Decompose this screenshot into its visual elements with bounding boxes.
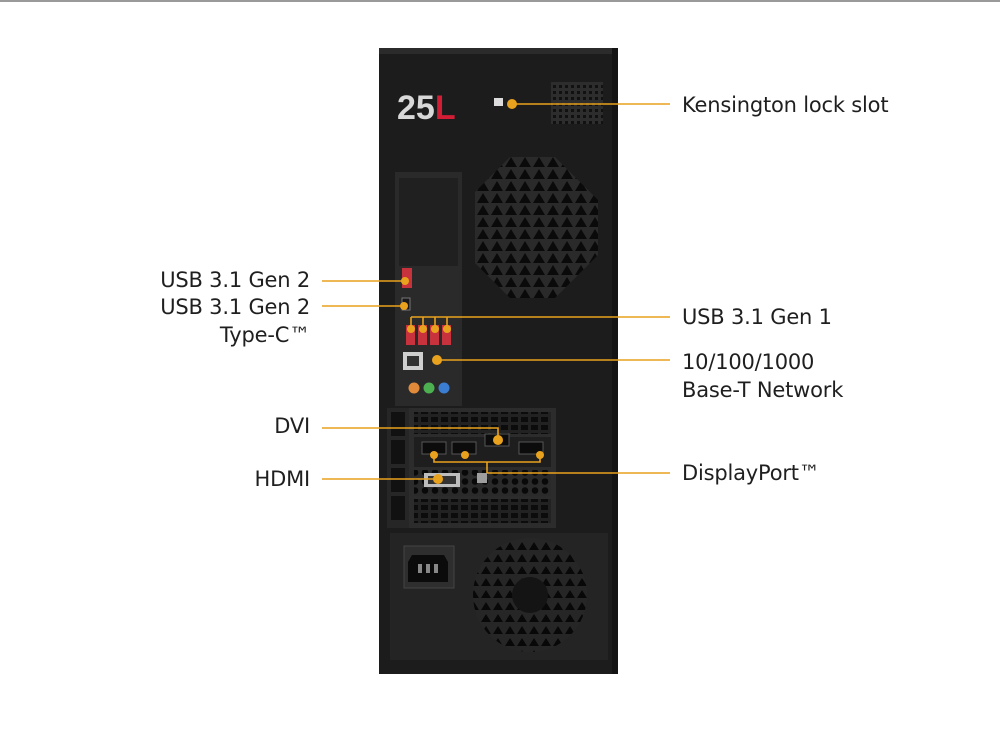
- top-vent-grille: [551, 82, 603, 124]
- label-dvi: DVI: [274, 414, 310, 438]
- label-network-line1: 10/100/1000: [682, 350, 815, 374]
- label-usb-3-1-gen-2: USB 3.1 Gen 2: [160, 268, 310, 292]
- expansion-area: [387, 408, 556, 528]
- label-network-line2: Base-T Network: [682, 378, 844, 402]
- usb-a-port-icon: [406, 325, 415, 345]
- usb-a-port-icon: [418, 325, 427, 345]
- audio-jack-icon: [408, 382, 420, 394]
- power-supply: [390, 533, 608, 660]
- label-displayport: DisplayPort™: [682, 461, 820, 485]
- hdmi-port-icon: [477, 473, 487, 483]
- case-fan-mesh: [475, 157, 598, 298]
- label-usb-3-1-gen-2-typec-line2: Type-C™: [219, 323, 310, 347]
- io-shield: [395, 172, 462, 406]
- usb-a-port-icon: [442, 325, 451, 345]
- label-usb-3-1-gen-2-typec-line1: USB 3.1 Gen 2: [160, 295, 310, 319]
- label-kensington-lock-slot: Kensington lock slot: [682, 93, 889, 117]
- audio-jack-icon: [423, 382, 435, 394]
- top-rule: [0, 0, 1000, 2]
- model-logo: 25L: [397, 89, 456, 127]
- leader-dots: [400, 99, 544, 484]
- label-hdmi: HDMI: [254, 467, 311, 491]
- label-usb-3-1-gen-1: USB 3.1 Gen 1: [682, 305, 832, 329]
- kensington-lock-icon: [494, 98, 503, 106]
- usb-a-port-icon: [430, 325, 439, 345]
- audio-jack-icon: [438, 382, 450, 394]
